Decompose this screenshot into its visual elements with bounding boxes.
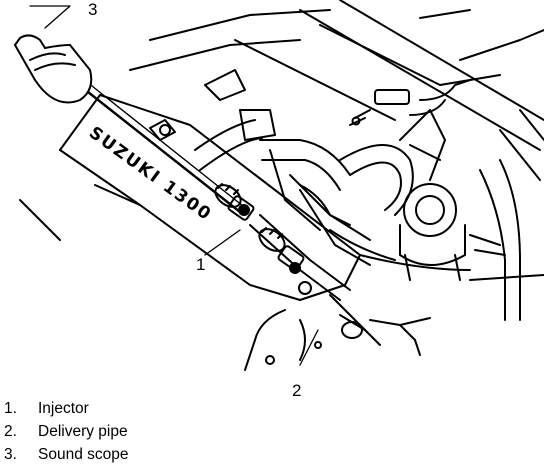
legend-number: 2. (4, 423, 17, 440)
engine-label: SUZUKI 1300 (85, 123, 216, 226)
legend-label: Sound scope (38, 446, 129, 463)
sound-scope (14, 34, 244, 214)
callout-leaders (29, 5, 319, 366)
legend: 1. Injector 2. Delivery pipe 3. Sound scope (4, 397, 129, 466)
engine-injector-diagram: SUZUKI 1300 (14, 0, 544, 371)
injector-1 (214, 183, 255, 221)
legend-item-delivery-pipe: 2. Delivery pipe (4, 420, 129, 443)
injector-2 (258, 227, 312, 295)
legend-item-injector: 1. Injector (4, 397, 129, 420)
right-pipes (469, 159, 544, 321)
pressure-regulator (399, 183, 506, 281)
callout-2: 2 (292, 381, 302, 400)
legend-number: 1. (4, 400, 17, 417)
legend-item-sound-scope: 3. Sound scope (4, 443, 129, 466)
legend-label: Injector (38, 400, 89, 417)
legend-number: 3. (4, 446, 17, 463)
callout-1: 1 (196, 255, 206, 274)
engine-bay-background (129, 0, 544, 181)
intake-hoses (194, 79, 471, 271)
callout-3: 3 (88, 0, 98, 19)
legend-label: Delivery pipe (38, 423, 128, 440)
delivery-pipe (244, 214, 431, 371)
